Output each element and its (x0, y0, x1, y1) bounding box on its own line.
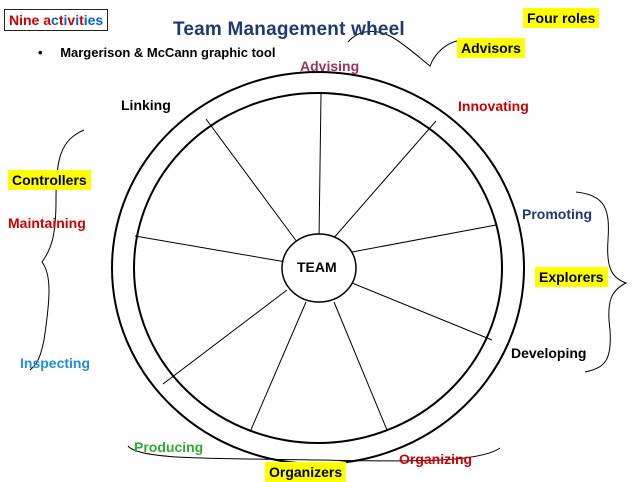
page-title: Team Management wheel (173, 19, 405, 40)
nine-activities-fragment: Nine (9, 12, 44, 28)
nine-activities-label: Nine activities (9, 12, 103, 28)
bullet-dot: • (38, 45, 43, 60)
nine-activities-fragment: i (63, 12, 68, 28)
activity-linking: Linking (121, 97, 171, 113)
activity-producing: Producing (134, 439, 204, 455)
controllers-box: Controllers (8, 170, 91, 190)
activity-promoting: Promoting (522, 206, 592, 222)
explorers-box: Explorers (535, 267, 608, 287)
explorers-bracket (575, 191, 628, 373)
nine-activities-fragment: a (43, 12, 52, 28)
activity-advising: Advising (300, 58, 360, 74)
controllers-bracket (29, 129, 85, 371)
team-center-label: TEAM (297, 259, 337, 275)
nine-activities-fragment: v (67, 12, 76, 28)
advisors-bracket (347, 31, 463, 67)
activity-maintaining: Maintaining (8, 215, 86, 231)
team-center-circle (281, 233, 357, 303)
nine-activities-fragment: c (51, 12, 59, 28)
wheel-spokes (134, 93, 497, 433)
activity-organizing: Organizing (399, 451, 473, 467)
four-roles-box: Four roles (523, 8, 600, 28)
activity-inspecting: Inspecting (20, 355, 91, 371)
activity-innovating: Innovating (458, 98, 529, 114)
organizers-box: Organizers (265, 462, 347, 482)
nine-activities-fragment: i (75, 12, 80, 28)
nine-activities-fragment: t (79, 12, 84, 28)
organizers-bracket (127, 445, 501, 462)
nine-activities-box: Nine activities (4, 9, 109, 31)
advisors-box: Advisors (457, 38, 525, 58)
bullet-text: Margerison & McCann graphic tool (60, 45, 276, 60)
activity-developing: Developing (511, 345, 587, 361)
wheel-inner-ring (133, 92, 503, 444)
bullet-item: • Margerison & McCann graphic tool (38, 45, 275, 60)
nine-activities-fragment: ies (83, 12, 104, 28)
nine-activities-fragment: t (58, 12, 64, 28)
